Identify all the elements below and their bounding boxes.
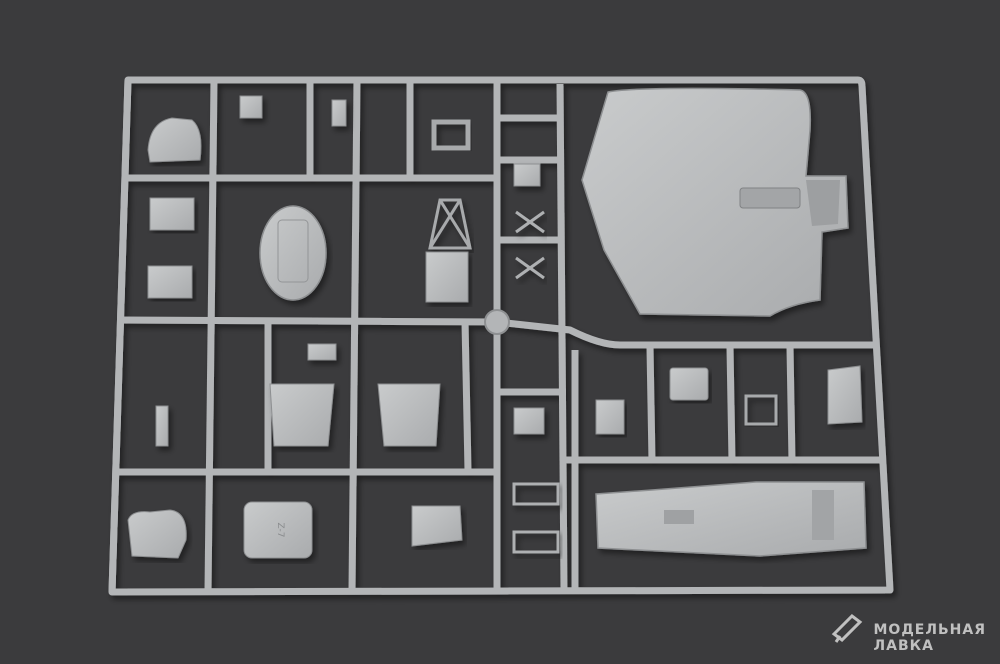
watermark: МОДЕЛЬНАЯ ЛАВКА (874, 622, 987, 654)
fuselage-panel-part (581, 87, 849, 317)
floor-panel-part (595, 481, 867, 557)
bracket-part (669, 367, 709, 401)
tub-detail (277, 219, 309, 283)
watermark-line-2: ЛАВКА (873, 638, 934, 654)
bulkhead-part-right (377, 383, 441, 447)
seat-base-part (425, 251, 469, 303)
radio-box-part (595, 399, 625, 435)
panel-z7-part (243, 501, 313, 559)
small-part-box-1 (149, 197, 195, 231)
sprue-hub (484, 309, 510, 335)
ladder-parts (512, 482, 560, 554)
grid-part (744, 394, 778, 426)
x-parts (515, 210, 545, 280)
frame-part-top (431, 119, 471, 151)
cockpit-tub-part (259, 205, 327, 301)
panel-z7-label: Z-7 (275, 523, 285, 538)
seat-cushion-part (411, 505, 463, 547)
small-rect-parts (155, 95, 545, 447)
small-part-box-2 (147, 265, 193, 299)
instrument-panel-part (147, 117, 202, 163)
brush-icon (831, 614, 863, 643)
bulkhead-part-left (269, 383, 335, 447)
box-part-right (827, 365, 863, 425)
seat-frame-part (428, 198, 472, 250)
watermark-text: МОДЕЛЬНАЯ ЛАВКА (874, 622, 987, 654)
cockpit-floor-part-small (127, 509, 187, 559)
watermark-line-1: МОДЕЛЬНАЯ (873, 622, 986, 638)
